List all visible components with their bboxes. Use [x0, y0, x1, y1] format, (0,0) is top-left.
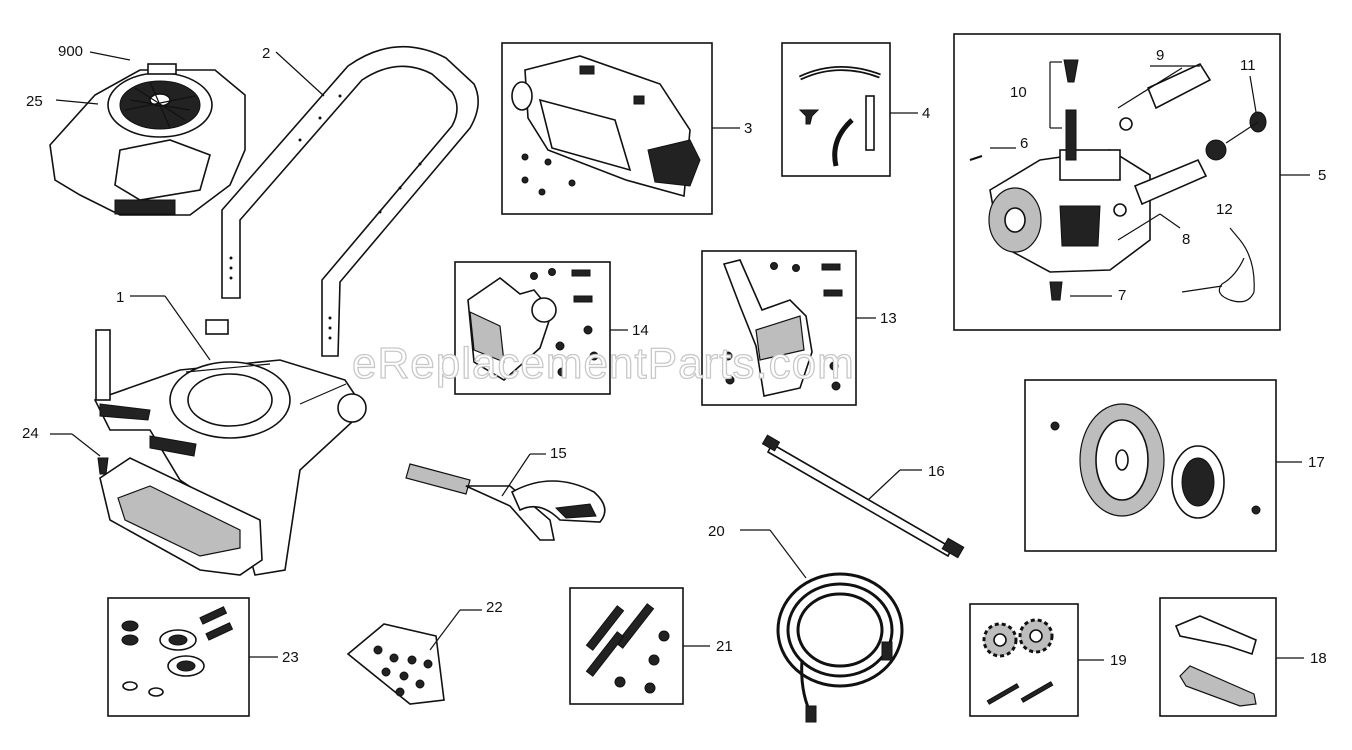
- callout-25: 25: [26, 93, 43, 110]
- callout-23: 23: [282, 649, 299, 666]
- leader-line: [275, 51, 325, 97]
- callout-5: 5: [1318, 167, 1326, 184]
- wand-part: [761, 434, 965, 559]
- clamps-18-part: [1174, 615, 1257, 707]
- callout-15: 15: [550, 445, 567, 462]
- bracket-13-part: [722, 259, 843, 397]
- callout-16: 16: [928, 463, 945, 480]
- callout-1: 1: [116, 289, 124, 306]
- callout-7: 7: [1118, 287, 1126, 304]
- leader-line: [1159, 213, 1181, 229]
- callout-18: 18: [1310, 650, 1327, 667]
- leader-line: [1225, 121, 1259, 144]
- callout-20: 20: [708, 523, 725, 540]
- callout-10: 10: [1010, 84, 1027, 101]
- callout-22: 22: [486, 599, 503, 616]
- screw-24-part: [97, 457, 109, 475]
- callout-6: 6: [1020, 135, 1028, 152]
- leader-line: [769, 529, 807, 579]
- callout-12: 12: [1216, 201, 1233, 218]
- leader-line: [1229, 227, 1241, 241]
- callout-4: 4: [922, 105, 930, 122]
- hardware-23-part: [121, 606, 234, 697]
- hose-part: [776, 572, 904, 723]
- handle-part: [221, 45, 479, 357]
- callout-21: 21: [716, 638, 733, 655]
- callout-13: 13: [880, 310, 897, 327]
- bolts-21-part: [585, 603, 670, 694]
- leader-line: [1249, 75, 1257, 113]
- hardware-bag-22-part: [346, 623, 445, 705]
- callout-900: 900: [58, 43, 83, 60]
- leader-line: [1117, 213, 1161, 241]
- control-panel-part: [511, 55, 701, 198]
- callout-2: 2: [262, 45, 270, 62]
- callout-9: 9: [1156, 47, 1164, 64]
- leader-line: [71, 433, 101, 457]
- engine-part: [49, 63, 246, 216]
- bracket-14-part: [467, 268, 599, 381]
- callout-24: 24: [22, 425, 39, 442]
- hose-kit-part: [798, 66, 881, 167]
- watermark-text: eReplacementParts.com: [352, 339, 855, 388]
- spray-gun-part: [405, 463, 606, 541]
- gears-19-part: [982, 618, 1054, 705]
- frame-part: [93, 319, 367, 576]
- pump-assembly-part: [969, 59, 1267, 303]
- callout-17: 17: [1308, 454, 1325, 471]
- leader-line: [89, 51, 131, 61]
- callout-8: 8: [1182, 231, 1190, 248]
- callout-3: 3: [744, 120, 752, 137]
- callout-19: 19: [1110, 652, 1127, 669]
- leader-line: [501, 453, 531, 497]
- callout-11: 11: [1240, 57, 1256, 74]
- leader-line: [1117, 67, 1183, 109]
- leader-line: [55, 99, 99, 105]
- leader-line: [429, 609, 461, 651]
- leader-line: [164, 295, 211, 361]
- leader-line: [867, 469, 901, 501]
- callout-14: 14: [632, 322, 649, 339]
- wheel-kit-part: [1050, 403, 1261, 519]
